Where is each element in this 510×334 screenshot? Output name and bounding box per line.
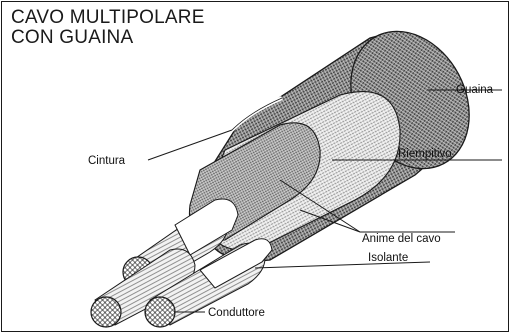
label-anime: Anime del cavo bbox=[362, 233, 441, 245]
label-conduttore: Conduttore bbox=[208, 307, 265, 319]
label-cintura: Cintura bbox=[88, 155, 126, 167]
label-isolante: Isolante bbox=[368, 252, 408, 264]
label-riempitivo: Riempitivo bbox=[398, 148, 452, 160]
label-guaina: Guaina bbox=[456, 84, 494, 96]
